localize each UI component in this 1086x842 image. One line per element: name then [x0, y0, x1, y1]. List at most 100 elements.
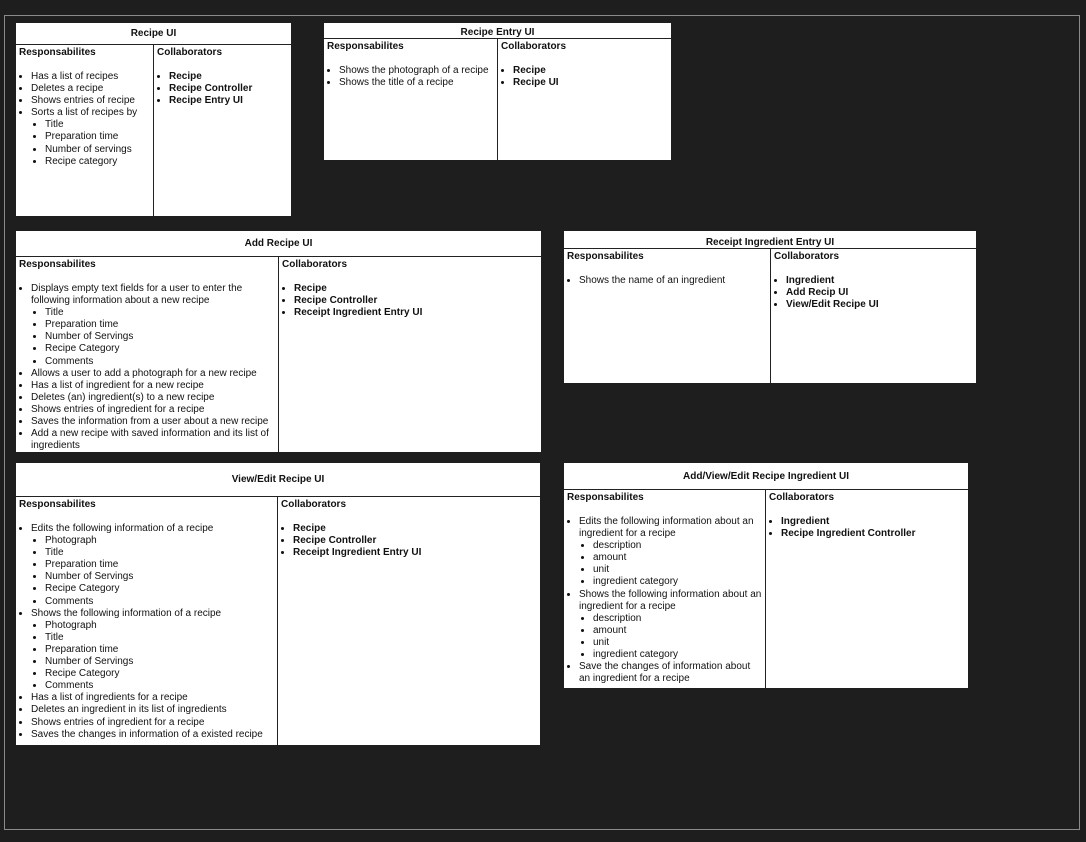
list-item: Shows entries of ingredient for a recipe — [31, 404, 275, 416]
list-item: Shows entries of recipe — [31, 95, 150, 107]
responsibilities-list: Shows the name of an ingredient — [567, 275, 767, 287]
collaborators-header: Collaborators — [157, 47, 223, 58]
sub-list: description amount unit ingredient categ… — [579, 613, 762, 661]
sub-list-item: Number of servings — [45, 144, 150, 156]
list-item: Recipe Controller — [293, 535, 537, 547]
sub-list: Title Preparation time Number of serving… — [31, 119, 150, 167]
canvas-frame — [4, 15, 1080, 830]
card-title: Recipe UI — [16, 23, 291, 45]
list-item: Recipe — [294, 283, 538, 295]
list-item-text: Sorts a list of recipes by — [31, 107, 138, 119]
responsibilities-header: Responsabilites — [567, 492, 644, 503]
sub-list-item: Number of Servings — [45, 571, 274, 583]
collaborators-header: Collaborators — [769, 492, 835, 503]
card-title: Add Recipe UI — [16, 231, 541, 257]
sub-list-item: Photograph — [45, 535, 274, 547]
card-recipe-entry-ui[interactable]: Recipe Entry UI Responsabilites Shows th… — [324, 23, 671, 160]
list-item: Recipe — [293, 523, 537, 535]
sub-list: Photograph Title Preparation time Number… — [31, 620, 274, 693]
sub-list: Title Preparation time Number of Serving… — [31, 307, 275, 367]
sub-list-item: Preparation time — [45, 559, 274, 571]
sub-list-item: Title — [45, 119, 150, 131]
list-item: Save the changes of information about an… — [579, 661, 762, 685]
list-item: Has a list of ingredient for a new recip… — [31, 380, 275, 392]
sub-list-item: Title — [45, 307, 275, 319]
list-item-text: Edits the following information about an… — [579, 516, 754, 540]
card-title: Receipt Ingredient Entry UI — [564, 231, 976, 249]
list-item-text: Displays empty text fields for a user to… — [31, 283, 243, 307]
list-item: Recipe Controller — [169, 83, 288, 95]
sub-list-item: unit — [593, 637, 762, 649]
sub-list-item: Number of Servings — [45, 656, 274, 668]
list-item: Sorts a list of recipes by Title Prepara… — [31, 107, 150, 167]
list-item: Edits the following information about an… — [579, 516, 762, 589]
list-item-text: Edits the following information of a rec… — [31, 523, 214, 534]
collaborators-header: Collaborators — [774, 251, 840, 262]
sub-list-item: Comments — [45, 596, 274, 608]
list-item: View/Edit Recipe UI — [786, 299, 973, 311]
sub-list-item: Number of Servings — [45, 331, 275, 343]
sub-list: description amount unit ingredient categ… — [579, 540, 762, 588]
list-item: Ingredient — [781, 516, 965, 528]
sub-list-item: amount — [593, 552, 762, 564]
list-item: Shows the photograph of a recipe — [339, 65, 494, 77]
sub-list-item: Recipe category — [45, 156, 150, 168]
list-item: Add Recip UI — [786, 287, 973, 299]
collaborators-list: Ingredient Recipe Ingredient Controller — [769, 516, 965, 540]
responsibilities-list: Has a list of recipes Deletes a recipe S… — [19, 71, 150, 168]
responsibilities-header: Responsabilites — [19, 47, 96, 58]
list-item: Has a list of ingredients for a recipe — [31, 692, 274, 704]
card-view-edit-recipe-ui[interactable]: View/Edit Recipe UI Responsabilites Edit… — [16, 463, 540, 745]
card-recipe-ui[interactable]: Recipe UI Responsabilites Has a list of … — [16, 23, 291, 216]
list-item: Deletes a recipe — [31, 83, 150, 95]
sub-list-item: description — [593, 613, 762, 625]
collaborators-list: Recipe Recipe Controller Receipt Ingredi… — [282, 283, 538, 319]
list-item: Has a list of recipes — [31, 71, 150, 83]
sub-list-item: Recipe Category — [45, 583, 274, 595]
responsibilities-header: Responsabilites — [19, 259, 96, 270]
sub-list-item: Photograph — [45, 620, 274, 632]
sub-list-item: Comments — [45, 356, 275, 368]
list-item: Recipe — [169, 71, 288, 83]
list-item: Shows entries of ingredient for a recipe — [31, 717, 274, 729]
list-item-text: Shows the following information about an… — [579, 588, 762, 612]
list-item: Add a new recipe with saved information … — [31, 428, 275, 452]
sub-list-item: unit — [593, 564, 762, 576]
card-receipt-ingredient-entry-ui[interactable]: Receipt Ingredient Entry UI Responsabili… — [564, 231, 976, 383]
sub-list: Photograph Title Preparation time Number… — [31, 535, 274, 608]
sub-list-item: Preparation time — [45, 319, 275, 331]
collaborators-list: Recipe Recipe Controller Receipt Ingredi… — [281, 523, 537, 559]
list-item: Recipe Controller — [294, 295, 538, 307]
card-add-view-edit-recipe-ingredient-ui[interactable]: Add/View/Edit Recipe Ingredient UI Respo… — [564, 463, 968, 688]
card-title: Add/View/Edit Recipe Ingredient UI — [564, 463, 968, 490]
list-item: Ingredient — [786, 275, 973, 287]
list-item: Shows the title of a recipe — [339, 77, 494, 89]
list-item: Displays empty text fields for a user to… — [31, 283, 275, 368]
collaborators-header: Collaborators — [501, 41, 567, 52]
responsibilities-list: Edits the following information of a rec… — [19, 523, 274, 741]
collaborators-list: Recipe Recipe UI — [501, 65, 668, 89]
card-add-recipe-ui[interactable]: Add Recipe UI Responsabilites Displays e… — [16, 231, 541, 452]
collaborators-list: Recipe Recipe Controller Recipe Entry UI — [157, 71, 288, 107]
list-item: Shows the name of an ingredient — [579, 275, 767, 287]
list-item-text: Shows the following information of a rec… — [31, 607, 222, 619]
list-item: Recipe Entry UI — [169, 95, 288, 107]
sub-list-item: Preparation time — [45, 131, 150, 143]
sub-list-item: Recipe Category — [45, 343, 275, 355]
responsibilities-header: Responsabilites — [567, 251, 644, 262]
sub-list-item: Title — [45, 547, 274, 559]
list-item: Deletes (an) ingredient(s) to a new reci… — [31, 392, 275, 404]
list-item: Recipe — [513, 65, 668, 77]
list-item: Saves the changes in information of a ex… — [31, 729, 274, 741]
card-title: Recipe Entry UI — [324, 23, 671, 39]
sub-list-item: description — [593, 540, 762, 552]
list-item: Saves the information from a user about … — [31, 416, 275, 428]
sub-list-item: Title — [45, 632, 274, 644]
list-item: Edits the following information of a rec… — [31, 523, 274, 608]
sub-list-item: ingredient category — [593, 649, 762, 661]
responsibilities-header: Responsabilites — [19, 499, 96, 510]
responsibilities-list: Displays empty text fields for a user to… — [19, 283, 275, 452]
sub-list-item: Comments — [45, 680, 274, 692]
responsibilities-header: Responsabilites — [327, 41, 404, 52]
list-item: Recipe Ingredient Controller — [781, 528, 965, 540]
